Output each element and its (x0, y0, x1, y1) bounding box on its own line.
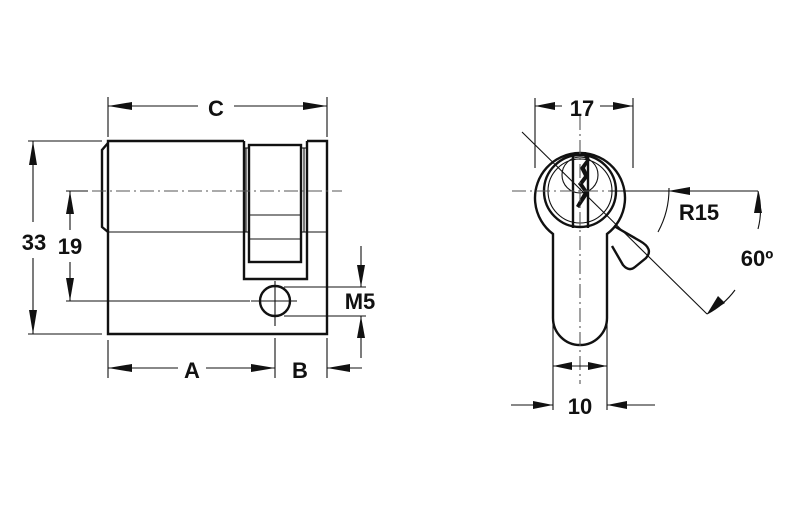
front-view: 17 R15 60º 10 (511, 96, 773, 419)
label-60deg: 60º (741, 246, 774, 271)
label-m5: M5 (345, 289, 376, 314)
key-profile-icon (576, 152, 590, 208)
side-view: C 33 19 (22, 96, 376, 383)
screw-hole (251, 281, 297, 326)
cam (610, 224, 651, 271)
angle-reference-line (521, 131, 708, 315)
dimension-r15: R15 (610, 187, 758, 225)
label-33: 33 (22, 230, 46, 255)
dimension-19: 19 (58, 190, 250, 302)
dimension-60deg: 60º (706, 190, 774, 315)
cylinder-body-outline (100, 139, 329, 336)
r15-arc (657, 187, 670, 233)
label-b: B (292, 358, 308, 383)
dimension-m5: M5 (284, 246, 375, 358)
dimension-c: C (107, 96, 328, 137)
label-10: 10 (568, 394, 592, 419)
label-a: A (184, 358, 200, 383)
label-c: C (208, 96, 224, 121)
dimension-17: 17 (534, 96, 634, 168)
dimension-33: 33 (22, 140, 102, 335)
label-17: 17 (570, 96, 594, 121)
label-19: 19 (58, 234, 82, 259)
label-r15: R15 (679, 200, 719, 225)
dimension-10: 10 (511, 320, 655, 419)
dimension-a-b: A B (107, 338, 362, 383)
